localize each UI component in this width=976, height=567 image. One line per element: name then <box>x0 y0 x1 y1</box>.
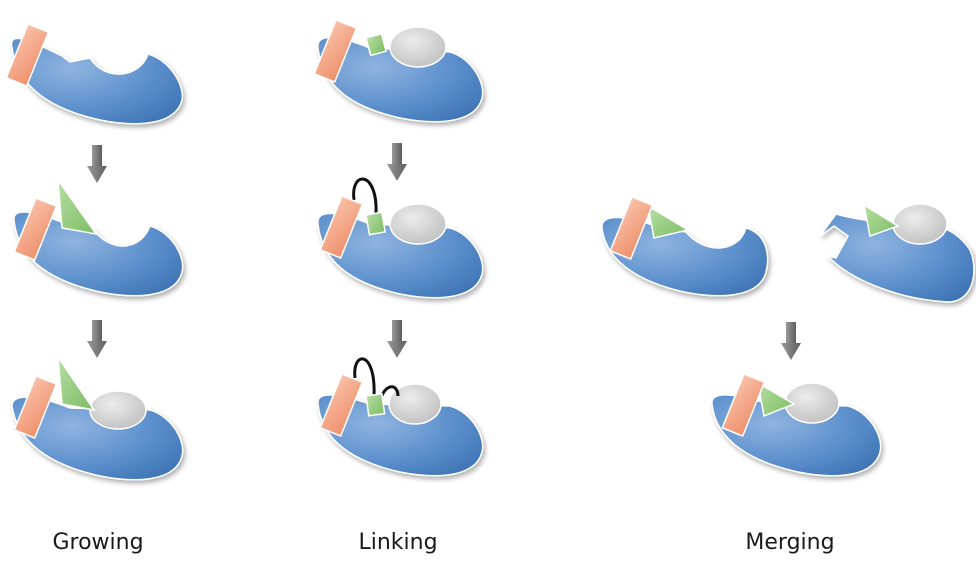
down-arrow <box>387 320 407 358</box>
growing-label: Growing <box>52 530 144 555</box>
down-arrow <box>387 143 407 181</box>
linking-step-2 <box>317 177 484 299</box>
orange-fragment <box>319 195 364 259</box>
green-square <box>365 211 387 236</box>
orange-fragment <box>13 375 58 439</box>
orange-fragment <box>313 19 358 83</box>
orange-fragment <box>609 196 654 260</box>
merging-input-1 <box>601 196 769 297</box>
orange-fragment <box>319 373 364 437</box>
green-square <box>365 32 388 57</box>
down-arrow <box>87 145 107 183</box>
green-fragment <box>57 177 98 236</box>
green-fragment <box>57 354 96 412</box>
growing-step-1 <box>5 23 184 125</box>
down-arrow <box>781 322 801 360</box>
linking-step-3 <box>317 357 484 477</box>
growing-step-3 <box>11 354 184 481</box>
orange-fragment <box>13 197 58 261</box>
linking-step-1 <box>313 19 484 123</box>
ligand-ellipse <box>389 26 447 68</box>
green-fragment <box>646 204 690 239</box>
growing-step-2 <box>13 177 184 297</box>
linker-loop <box>353 357 376 397</box>
ligand-ellipse <box>388 383 442 425</box>
green-square <box>365 392 386 417</box>
merging-result <box>711 373 882 477</box>
down-arrow <box>87 320 107 358</box>
merging-label: Merging <box>745 530 835 555</box>
ligand-ellipse <box>892 203 948 245</box>
linker-loop <box>352 177 378 215</box>
green-fragment <box>862 203 900 238</box>
orange-fragment <box>5 23 50 87</box>
green-fragment <box>756 381 796 418</box>
orange-fragment <box>721 373 766 437</box>
merging-input-2 <box>819 203 975 303</box>
ligand-ellipse <box>89 390 147 430</box>
linking-label: Linking <box>358 530 438 555</box>
ligand-ellipse <box>389 203 447 245</box>
protein-pocket <box>10 37 184 125</box>
